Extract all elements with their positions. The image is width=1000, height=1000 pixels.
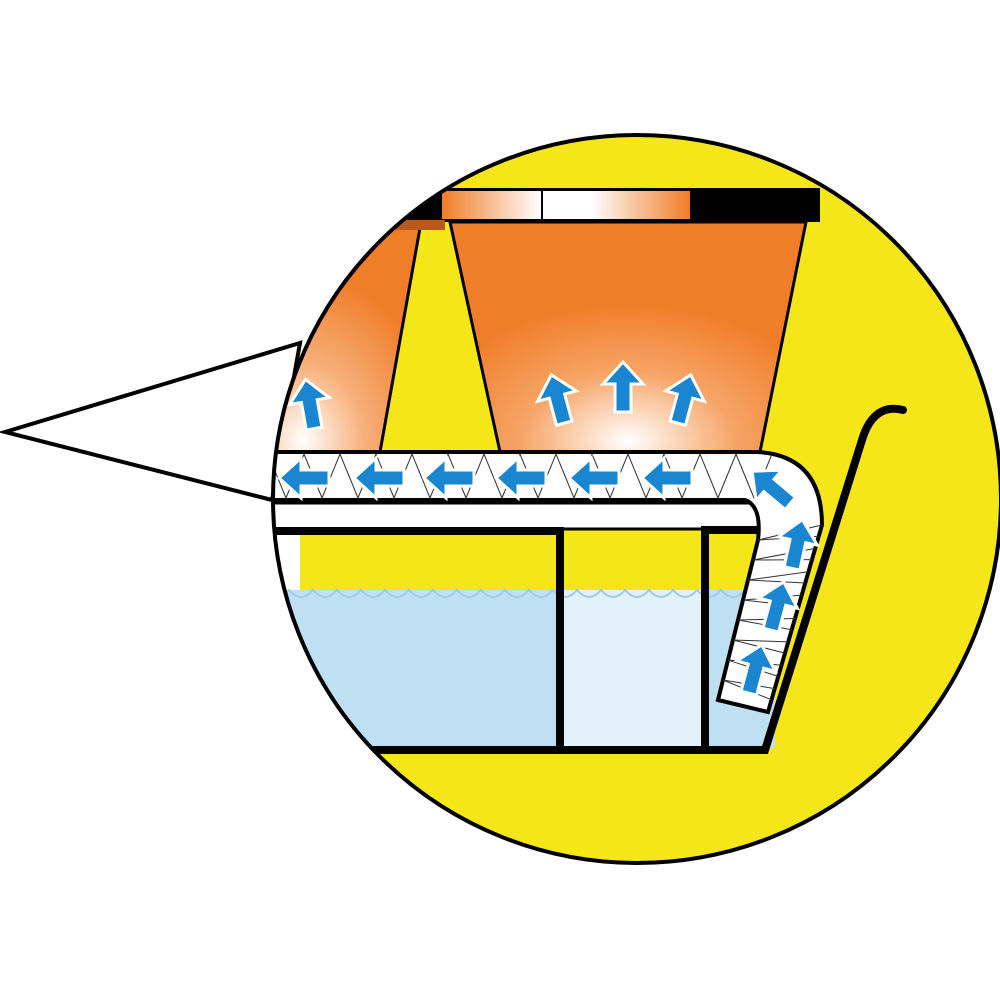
airflow-arrow-icon — [276, 454, 331, 502]
airflow-arrow-icon — [534, 372, 580, 428]
airflow-arrow-icon — [566, 454, 621, 502]
airflow-arrow-icon — [599, 359, 647, 414]
airflow-arrow-icon — [750, 468, 798, 512]
top-vent-segment — [442, 191, 690, 219]
magnifier-circle-outline — [271, 133, 1000, 865]
airflow-arrow-icon — [733, 642, 779, 698]
airflow-arrow-icon — [421, 454, 476, 502]
tank-inner-walls — [273, 526, 762, 748]
callout-pointer — [0, 340, 303, 503]
airflow-arrow-icon — [774, 517, 821, 572]
water-left — [273, 590, 560, 748]
tank-lid — [273, 501, 762, 531]
airflow-arrow-icon — [493, 454, 548, 502]
airflow-arrow-icon — [351, 454, 406, 502]
airflow-arrow-icon — [662, 372, 708, 428]
warm-zone-right — [448, 220, 808, 454]
water-surface — [273, 588, 770, 598]
airflow-arrows — [276, 359, 821, 698]
airflow-arrow-icon — [755, 579, 801, 635]
tank-outer-wall — [356, 404, 907, 754]
airflow-arrow-icon — [639, 454, 694, 502]
airflow-arrow-icon — [286, 377, 333, 432]
water-middle — [560, 590, 705, 748]
